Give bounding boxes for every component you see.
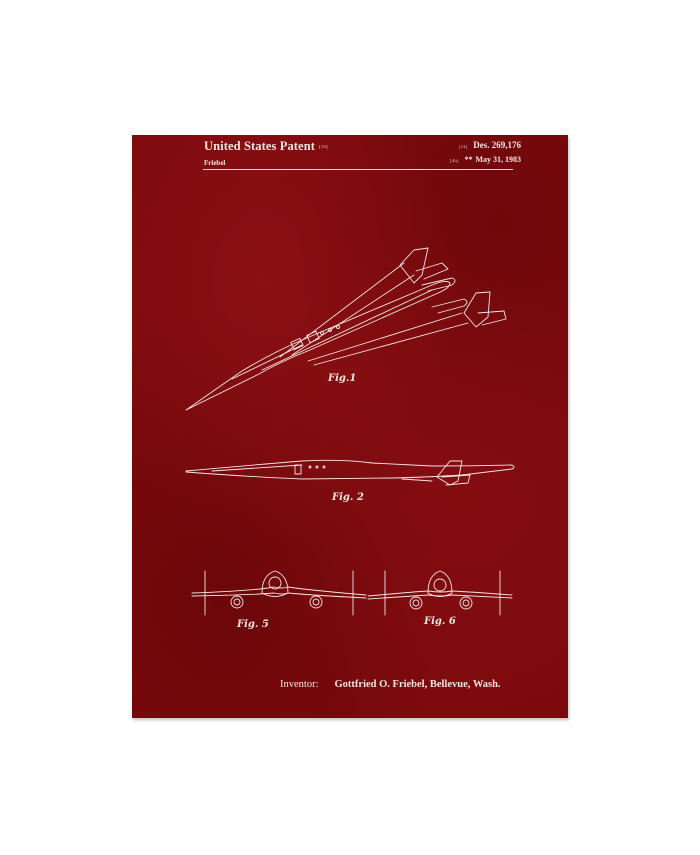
patent-title-text: United States Patent <box>204 139 316 153</box>
title-tag: [19] <box>319 144 328 150</box>
inventor-line: Inventor: Gottfried O. Friebel, Bellevue,… <box>280 679 501 690</box>
patent-number: [11] Des. 269,176 <box>459 140 521 150</box>
patent-number-text: Des. 269,176 <box>473 140 521 150</box>
figure-5-label: Fig. 5 <box>237 619 269 630</box>
patent-number-tag: [11] <box>459 145 468 150</box>
patent-poster: United States Patent[19] Friebel [11] Des… <box>132 135 568 718</box>
figure-2-aircraft-side <box>185 459 515 486</box>
figure-1-label: Fig.1 <box>328 373 357 384</box>
figure-5-aircraft-front <box>191 570 367 616</box>
inventor-label: Inventor: <box>280 679 319 690</box>
patent-date-tag: [45] <box>450 159 459 164</box>
figure-6-aircraft-rear <box>367 570 513 616</box>
date-prefix: ** <box>464 155 473 164</box>
patent-date-text: May 31, 1983 <box>475 155 521 164</box>
inventor-name: Gottfried O. Friebel, Bellevue, Wash. <box>334 679 501 690</box>
header-rule <box>203 169 513 170</box>
patent-title: United States Patent[19] <box>204 139 328 154</box>
figure-2-label: Fig. 2 <box>332 492 364 503</box>
patent-inventor-surname: Friebel <box>204 159 226 167</box>
figure-1-aircraft-perspective <box>185 247 507 411</box>
patent-date: [45] **May 31, 1983 <box>450 155 521 164</box>
figure-6-label: Fig. 6 <box>424 616 456 627</box>
